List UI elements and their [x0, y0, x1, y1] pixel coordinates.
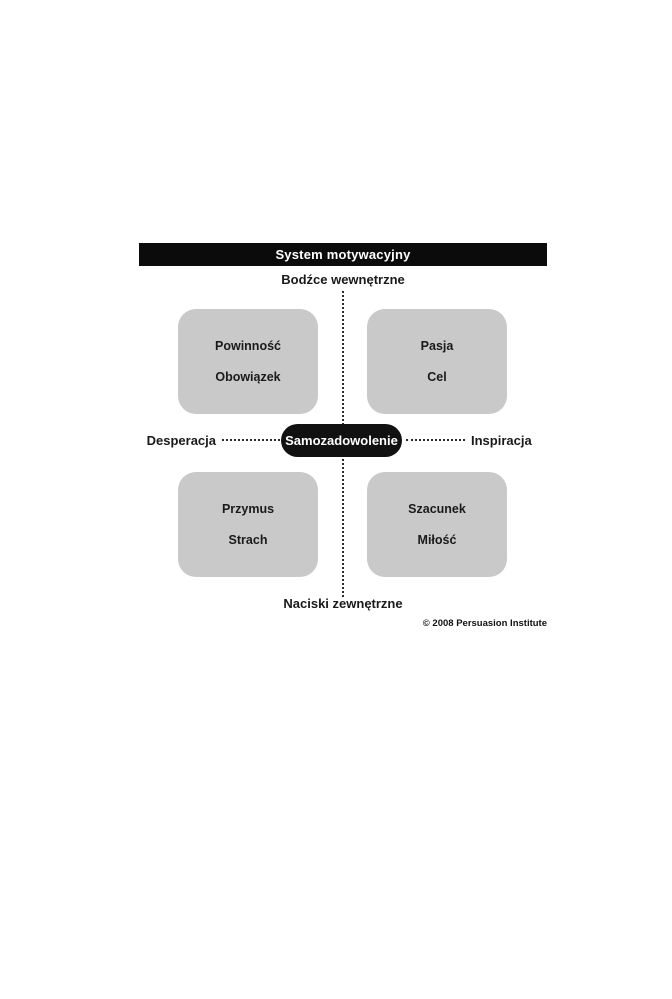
- axis-label-top: Bodźce wewnętrzne: [281, 272, 405, 287]
- axis-label-left: Desperacja: [146, 433, 216, 448]
- title-bar: System motywacyjny: [139, 243, 547, 266]
- horizontal-dotted-axis-right: [406, 439, 465, 441]
- center-node-label: Samozadowolenie: [285, 433, 398, 448]
- horizontal-dotted-axis-left: [222, 439, 280, 441]
- center-node: Samozadowolenie: [281, 424, 402, 457]
- quadrant-label: Przymus: [221, 501, 275, 516]
- quadrant-label: Szacunek: [408, 501, 466, 516]
- quadrant-top-right: Pasja Cel: [367, 309, 507, 414]
- quadrant-bottom-left: Przymus Strach: [178, 472, 318, 577]
- quadrant-bottom-right: Szacunek Miłość: [367, 472, 507, 577]
- axis-label-bottom: Naciski zewnętrzne: [283, 596, 403, 611]
- quadrant-label: Miłość: [417, 533, 457, 547]
- quadrant-label: Obowiązek: [215, 370, 281, 384]
- copyright-notice: © 2008 Persuasion Institute: [422, 618, 547, 629]
- quadrant-label: Powinność: [215, 338, 281, 353]
- quadrant-label: Cel: [427, 370, 447, 384]
- quadrant-label: Pasja: [420, 338, 454, 353]
- axis-label-right: Inspiracja: [471, 433, 532, 448]
- quadrant-top-left: Powinność Obowiązek: [178, 309, 318, 414]
- quadrant-label: Strach: [228, 533, 268, 547]
- diagram-title: System motywacyjny: [275, 247, 411, 262]
